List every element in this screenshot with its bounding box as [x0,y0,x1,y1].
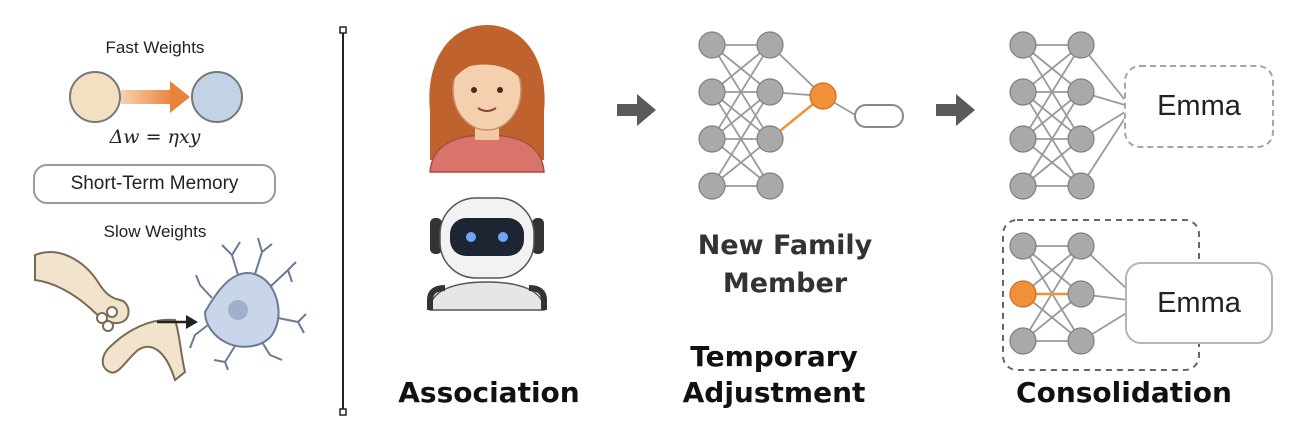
emma-label-top: Emma [1124,65,1274,148]
vertical-divider [339,26,347,416]
network-consolidated-top-nodes [1009,31,1095,200]
empty-output-slot [854,104,904,128]
consolidated-neuron-node [1009,280,1037,308]
new-neuron-node [809,82,837,110]
new-family-member-line2: Member [722,268,848,299]
woman-avatar [429,25,545,173]
fast-weights-presynaptic-node [69,71,121,123]
hebbian-equation: Δw = ηxy [109,126,201,148]
network-temporary-nodes [698,31,784,200]
synapse-illustration [34,251,187,382]
fast-weights-postsynaptic-node [191,71,243,123]
new-family-member-line1: New Family [697,230,873,261]
association-label: Association [398,376,580,409]
slow-weights-label: Slow Weights [103,222,207,241]
robot-avatar [427,197,547,311]
fast-weights-arrow-shaft [121,90,173,104]
emma-label-bottom: Emma [1125,262,1273,344]
temporary-adjustment-line2: Adjustment [682,376,866,409]
synapse-arrow [157,315,198,329]
consolidation-dashed-frame [1002,219,1200,371]
fast-weights-label: Fast Weights [105,38,205,57]
fast-weights-diagram [69,71,243,123]
network-consolidated-top [1022,44,1126,187]
network-consolidated-bottom-nodes [1009,232,1095,355]
temporary-adjustment-line1: Temporary [690,340,858,373]
short-term-memory-box: Short-Term Memory [33,164,276,204]
stage-arrow-1 [617,94,656,126]
network-temporary [711,44,858,187]
fast-weights-arrow-head [170,81,190,113]
stage-arrow-2 [936,94,975,126]
consolidation-label: Consolidation [1016,376,1232,409]
neuron-illustration [189,237,307,371]
